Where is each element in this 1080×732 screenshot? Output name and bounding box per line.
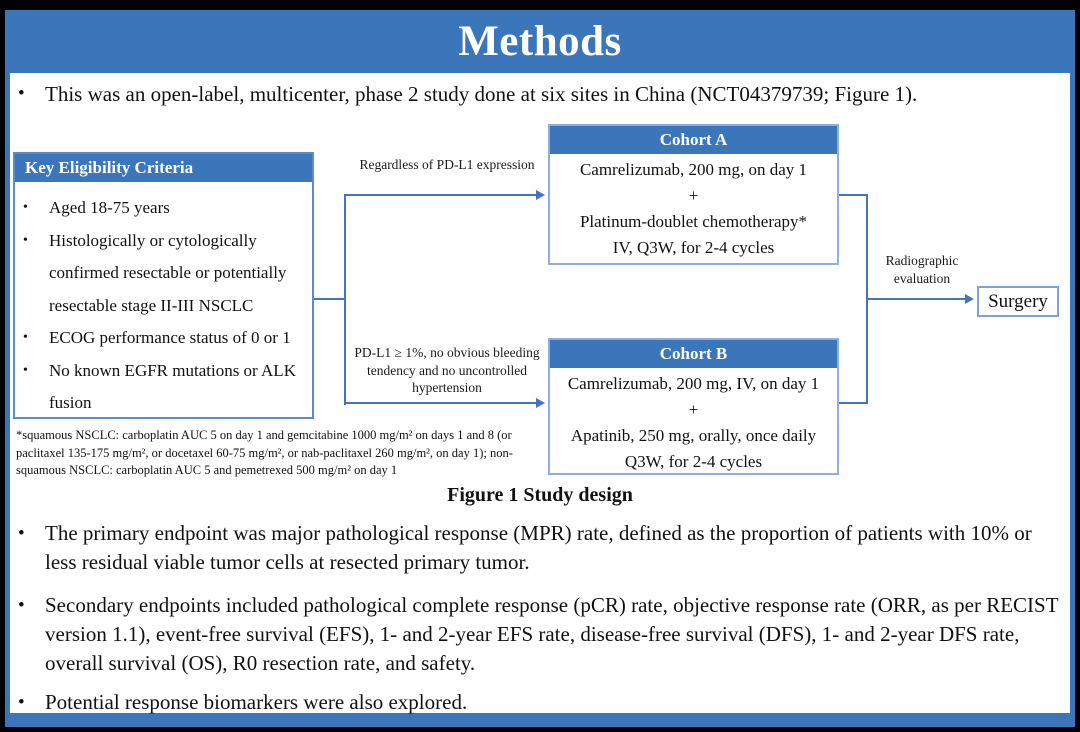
cohort-a-header: Cohort A — [550, 126, 837, 154]
connector-cohort-b-out — [839, 402, 868, 404]
bullet-marker: • — [23, 362, 28, 378]
bullet-marker: • — [23, 200, 28, 215]
title-bar: Methods — [5, 10, 1075, 73]
bullet-marker: • — [18, 523, 25, 544]
list-item: • Aged 18-75 years — [23, 192, 308, 225]
list-item: • Histologically or cytologically confir… — [23, 225, 308, 323]
arrowhead-cohort-a-icon — [536, 190, 545, 200]
page-title: Methods — [458, 18, 622, 65]
biomarkers-bullet: • Potential response biomarkers were als… — [18, 688, 1064, 717]
branch-label-cohort-b: PD-L1 ≥ 1%, no obvious bleeding tendency… — [354, 345, 540, 395]
cohort-a-body: Camrelizumab, 200 mg, on day 1 + Platinu… — [550, 154, 837, 261]
cohort-a-line: Platinum-doublet chemotherapy* — [579, 212, 808, 231]
bullet-marker: • — [18, 83, 25, 104]
cohort-b-line: Q3W, for 2-4 cycles — [624, 452, 763, 471]
surgery-box: Surgery — [977, 286, 1059, 317]
bullet-marker: • — [18, 595, 25, 616]
connector-cohort-a-out — [839, 194, 868, 196]
branch-label-cohort-a: Regardless of PD-L1 expression — [359, 157, 535, 172]
cohort-b-body: Camrelizumab, 200 mg, IV, on day 1 + Apa… — [550, 368, 837, 475]
arrowhead-cohort-b-icon — [536, 398, 545, 408]
cohort-b-line: Camrelizumab, 200 mg, IV, on day 1 — [567, 374, 820, 393]
arrowhead-surgery-icon — [965, 294, 974, 304]
bullet-marker: • — [23, 330, 28, 345]
eligibility-list: • Aged 18-75 years • Histologically or c… — [15, 182, 312, 420]
secondary-endpoints-bullet: • Secondary endpoints included pathologi… — [18, 591, 1064, 678]
cohort-a-line: Camrelizumab, 200 mg, on day 1 — [579, 160, 808, 179]
cohort-b-line: + — [688, 400, 699, 419]
connector-branch-vertical — [344, 194, 346, 405]
surgery-label: Surgery — [988, 290, 1048, 312]
cohort-b-header: Cohort B — [550, 340, 837, 368]
bullet-marker: • — [23, 232, 28, 248]
primary-endpoint-text: The primary endpoint was major pathologi… — [45, 521, 1032, 574]
figure-caption: Figure 1 Study design — [447, 484, 633, 506]
connector-to-cohort-a — [344, 194, 538, 196]
connector-to-cohort-b — [344, 402, 538, 404]
eligibility-item-text: Aged 18-75 years — [49, 198, 170, 217]
primary-endpoint-bullet: • The primary endpoint was major patholo… — [18, 519, 1064, 577]
biomarkers-text: Potential response biomarkers were also … — [45, 690, 468, 714]
eligibility-item-text: No known EGFR mutations or ALK fusion — [49, 360, 296, 413]
chemotherapy-footnote: *squamous NSCLC: carboplatin AUC 5 on da… — [16, 428, 513, 477]
radiographic-evaluation-label: Radiographic evaluation — [885, 253, 959, 286]
cohort-a-line: IV, Q3W, for 2-4 cycles — [612, 238, 775, 257]
cohort-a-box: Cohort A Camrelizumab, 200 mg, on day 1 … — [548, 124, 839, 265]
cohort-b-line: Apatinib, 250 mg, orally, once daily — [570, 426, 817, 445]
eligibility-box: Key Eligibility Criteria • Aged 18-75 ye… — [13, 152, 314, 419]
cohort-b-box: Cohort B Camrelizumab, 200 mg, IV, on da… — [548, 338, 839, 475]
intro-bullet: • This was an open-label, multicenter, p… — [18, 80, 1064, 108]
eligibility-item-text: ECOG performance status of 0 or 1 — [49, 328, 291, 347]
list-item: • ECOG performance status of 0 or 1 — [23, 322, 308, 355]
connector-eligibility-out — [314, 298, 345, 300]
bullet-marker: • — [18, 692, 25, 713]
eligibility-item-text: Histologically or cytologically confirme… — [49, 230, 287, 315]
cohort-a-line: + — [688, 186, 699, 205]
connector-to-surgery — [866, 298, 967, 300]
intro-bullet-text: This was an open-label, multicenter, pha… — [45, 82, 918, 106]
secondary-endpoints-text: Secondary endpoints included pathologica… — [45, 593, 1059, 675]
list-item: • No known EGFR mutations or ALK fusion — [23, 355, 308, 420]
eligibility-header: Key Eligibility Criteria — [15, 154, 312, 182]
